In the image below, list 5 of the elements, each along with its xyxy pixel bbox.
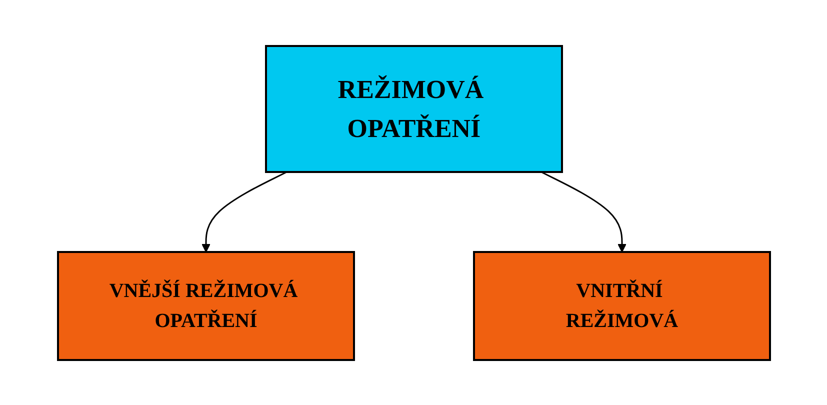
- node-box: VNITŘNÍ REŽIMOVÁ: [472, 250, 770, 360]
- node-box: VNĚJŠÍ REŽIMOVÁ OPATŘENÍ: [56, 250, 354, 360]
- arrow: [201, 170, 287, 252]
- arrow: [540, 170, 626, 252]
- node-box: REŽIMOVÁ OPATŘENÍ: [264, 44, 562, 172]
